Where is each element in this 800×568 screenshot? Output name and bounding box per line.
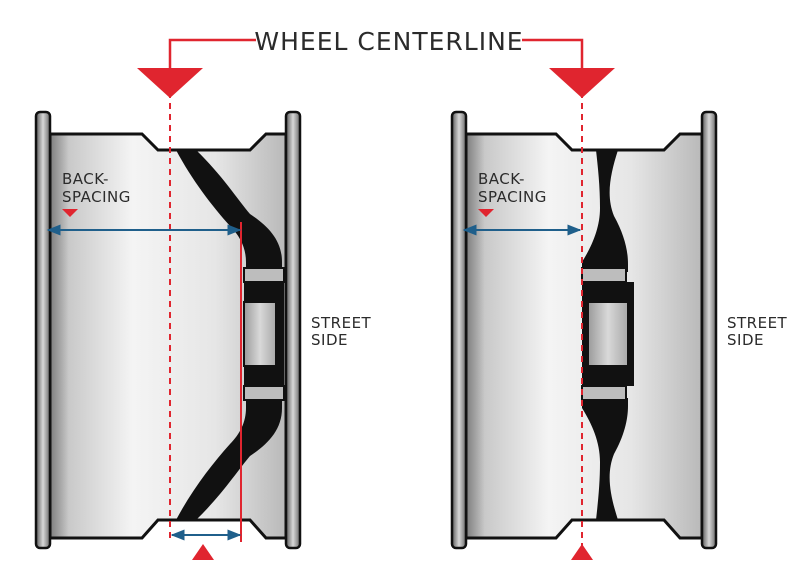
left-wheel-outer-flange — [284, 110, 302, 550]
left-wheel-hub-upper-ring — [243, 267, 285, 283]
left-wheel-spoke-lower — [176, 398, 282, 520]
left-side-label-line2: SIDE — [311, 331, 348, 349]
diagram-title: WHEEL CENTERLINE — [254, 27, 523, 56]
right-centerline-top-arrow — [549, 68, 615, 98]
left-centerline-top-arrow — [137, 68, 203, 98]
left-wheel-hub-bore — [243, 301, 277, 367]
right-wheel-hub-bore — [587, 301, 629, 367]
right-side-label-line2: SIDE — [727, 331, 764, 349]
right-wheel-inner-flange — [450, 110, 468, 550]
left-side-label-line1: STREET — [311, 314, 372, 332]
left-backspacing-label-line1: BACK- — [62, 170, 109, 188]
right-wheel-spoke-upper — [582, 150, 628, 272]
left-wheel-inner-flange — [34, 110, 52, 550]
left-backspacing-marker — [62, 209, 78, 217]
left-backspacing-label-line2: SPACING — [62, 188, 131, 206]
right-wheel-hub-upper-ring — [581, 267, 627, 283]
right-wheel: BACK- SPACING STREET SIDE — [450, 68, 788, 560]
right-wheel-spoke-lower — [582, 398, 628, 520]
right-backspacing-label-line1: BACK- — [478, 170, 525, 188]
right-wheel-outer-flange — [700, 110, 718, 550]
left-wheel: BACK- SPACING STREET SIDE — [34, 68, 372, 560]
left-offset-bottom-arrow — [192, 544, 214, 560]
left-wheel-spoke-upper — [176, 150, 282, 272]
right-backspacing-marker — [478, 209, 494, 217]
left-wheel-hub-lower-ring — [243, 385, 285, 401]
right-wheel-hub-lower-ring — [581, 385, 627, 401]
right-centerline-bottom-arrow — [571, 544, 593, 560]
right-side-label-line1: STREET — [727, 314, 788, 332]
right-backspacing-label-line2: SPACING — [478, 188, 547, 206]
